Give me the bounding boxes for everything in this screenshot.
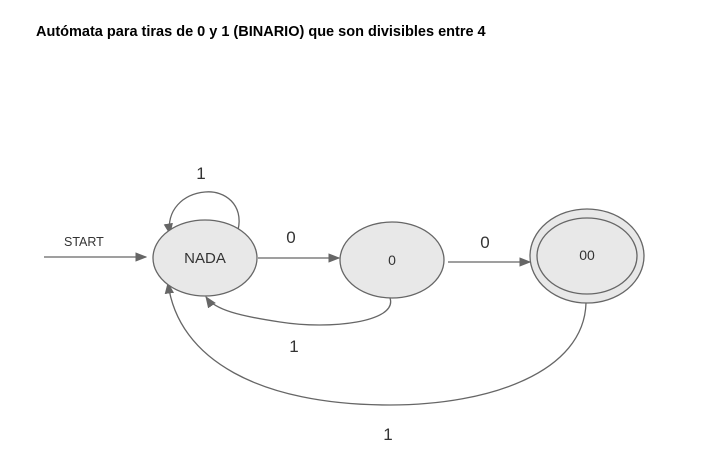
transition-nada-self-label: 1 xyxy=(196,164,205,183)
transition-nada-self-loop xyxy=(163,191,240,236)
transition-zero-to-nada xyxy=(205,296,392,326)
page-title: Autómata para tiras de 0 y 1 (BINARIO) q… xyxy=(36,24,486,40)
state-zero: 0 xyxy=(339,221,445,299)
state-double-zero-label: 00 xyxy=(579,247,595,263)
transition-double-zero-to-nada-label: 1 xyxy=(383,425,392,444)
transition-nada-to-zero-label: 0 xyxy=(286,228,295,247)
transition-double-zero-to-nada xyxy=(164,281,587,406)
start-label: START xyxy=(64,235,104,249)
state-zero-label: 0 xyxy=(388,252,396,268)
transition-zero-to-nada-label: 1 xyxy=(289,337,298,356)
transition-zero-to-double-zero-label: 0 xyxy=(480,233,489,252)
state-nada: NADA xyxy=(152,219,258,297)
state-double-zero: 00 xyxy=(529,208,645,304)
state-nada-label: NADA xyxy=(184,250,226,267)
state-double-zero-inner-ring xyxy=(536,217,638,295)
